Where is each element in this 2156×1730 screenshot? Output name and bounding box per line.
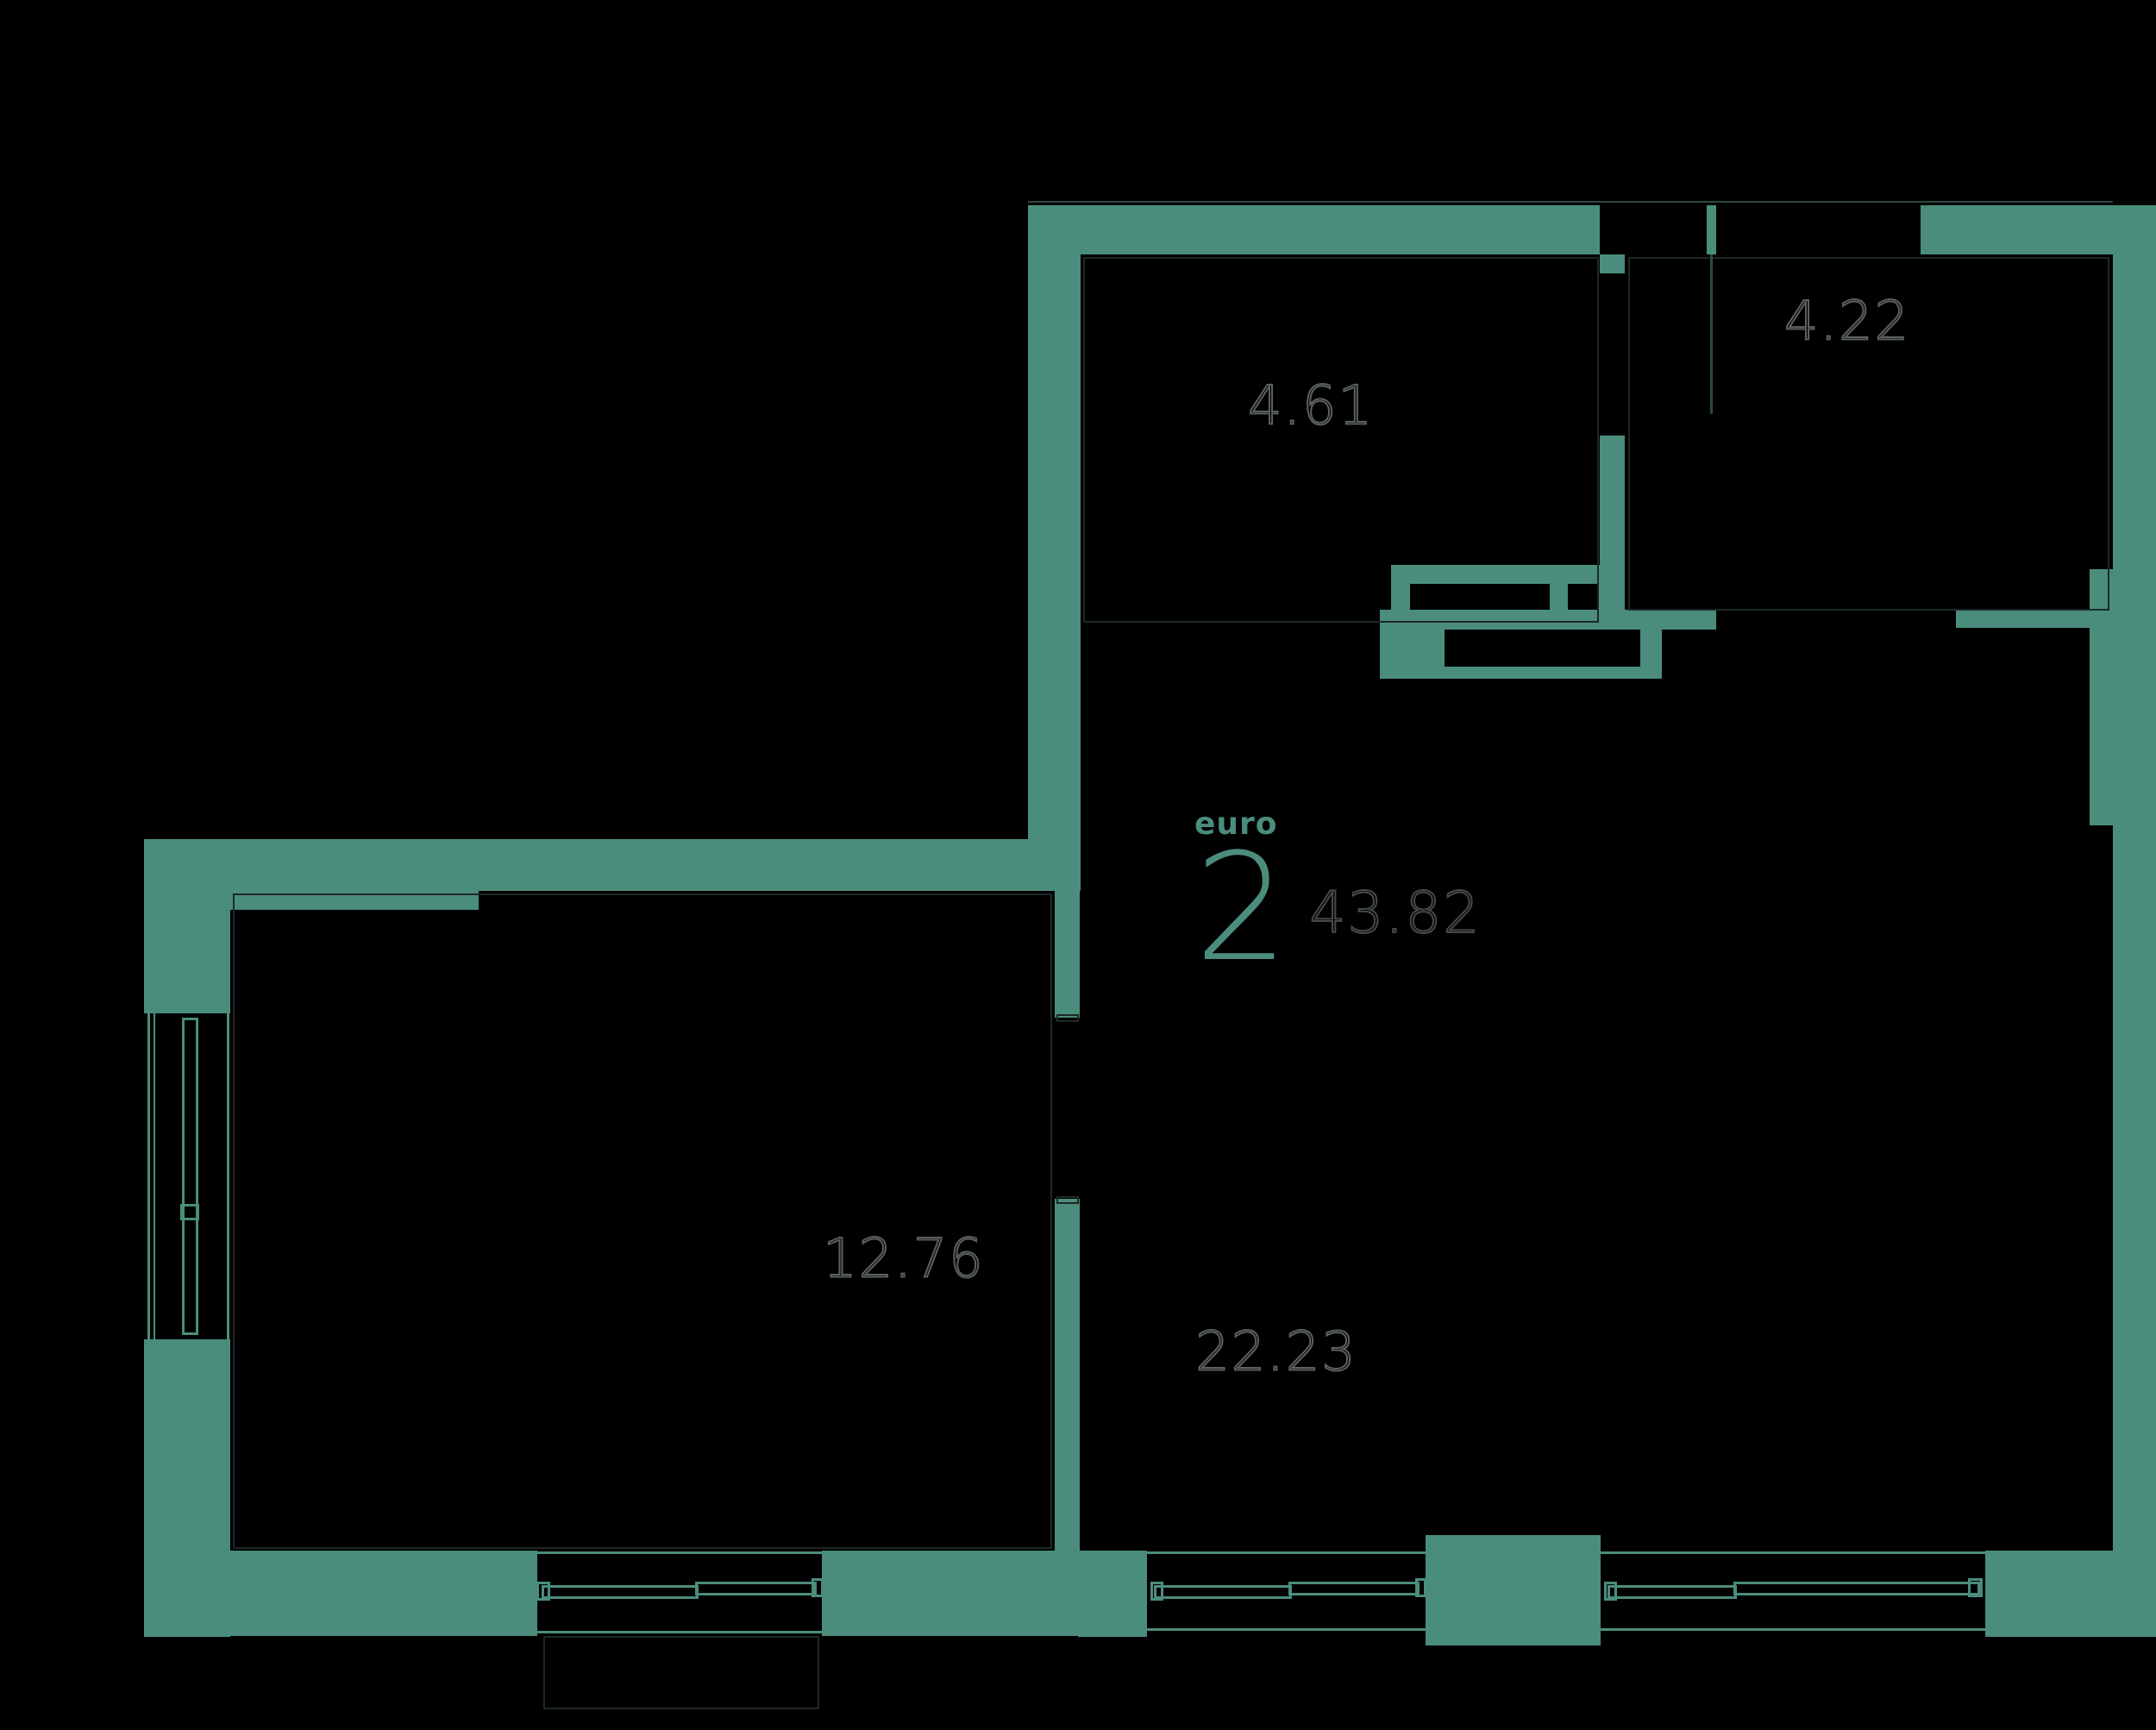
balcony-outline <box>543 1636 819 1709</box>
west-exterior-wall-upper <box>144 839 230 1013</box>
room-area-label-entry-hall: 4.22 <box>1783 289 1911 354</box>
top-facade-thin-line <box>1028 201 2113 203</box>
south-window-1-sash-a <box>542 1585 699 1599</box>
partition-door-cap-bottom <box>1056 1196 1079 1204</box>
south-wall-east-corner <box>1985 1551 2156 1637</box>
south-window-2-top-line <box>1147 1551 1426 1554</box>
entry-interior-outline <box>1628 257 2109 611</box>
south-window-2-cap-w <box>1150 1582 1163 1601</box>
west-room-north-wall <box>144 839 1080 891</box>
duct-top-bar <box>1391 565 1621 584</box>
south-window-2-sash-b <box>1288 1582 1420 1595</box>
south-window-2-sash-a <box>1154 1585 1292 1599</box>
kitchen-niche-north-wall <box>1380 610 1716 630</box>
plan-type-label: euro <box>1194 806 1278 842</box>
south-wall-west-a <box>144 1551 537 1636</box>
south-window-3-top-line <box>1601 1551 1985 1554</box>
total-area: 43.82 <box>1308 879 1482 947</box>
south-window-1-sill-line <box>537 1631 822 1633</box>
south-window-1-sash-b <box>695 1582 817 1595</box>
rooms-count: 2 <box>1194 821 1289 994</box>
south-window-3-cap-e <box>1968 1578 1983 1597</box>
entry-south-partition <box>1956 610 2090 628</box>
top-wall-west <box>1028 205 1600 254</box>
room-area-label-living-kitchen: 22.23 <box>1194 1319 1357 1384</box>
south-wall-west-b <box>822 1551 1078 1636</box>
kitchen-niche-south-wall <box>1380 667 1662 679</box>
west-window-outer-line-b <box>154 1013 155 1339</box>
south-window-3-sash-b <box>1733 1582 1980 1595</box>
south-window-3-sill-line <box>1601 1628 1985 1631</box>
south-wall-mid <box>1078 1551 1147 1637</box>
south-window-1-top-line <box>537 1551 822 1554</box>
entry-door-leaf-line <box>1710 254 1713 414</box>
rooms-partition-lower <box>1055 1199 1080 1551</box>
south-window-2-sill-line <box>1147 1628 1426 1631</box>
south-window-1-cap-w <box>536 1582 550 1601</box>
south-window-1-cap-e <box>812 1578 824 1597</box>
room-area-label-bathroom: 4.61 <box>1247 373 1375 438</box>
west-window-frame <box>182 1018 198 1335</box>
duct-leg-mid <box>1550 584 1568 610</box>
partition-door-cap-top <box>1056 1014 1079 1022</box>
south-window-2-cap-e <box>1415 1578 1426 1597</box>
bathroom-interior-outline <box>1083 257 1599 623</box>
top-wall-east <box>1921 205 2113 254</box>
bathroom-east-wall-stub <box>1600 254 1625 273</box>
duct-leg-east <box>1598 584 1621 610</box>
south-wall-pier <box>1426 1535 1601 1645</box>
bedroom-interior-outline <box>233 893 1052 1549</box>
south-window-3-sash-a <box>1608 1585 1737 1599</box>
east-wall-pilaster <box>2090 569 2113 825</box>
duct-leg-west <box>1391 584 1410 610</box>
west-window-outer-line-a <box>147 1013 150 1339</box>
west-window-sash-lock <box>180 1204 199 1220</box>
south-window-3-cap-w <box>1604 1582 1617 1601</box>
rooms-partition-upper <box>1055 891 1080 1018</box>
plan-title: euro 2 43.82 <box>1194 806 1482 994</box>
east-exterior-wall <box>2113 205 2156 1637</box>
room-area-label-bedroom: 12.76 <box>822 1226 985 1291</box>
central-bearing-wall <box>1028 254 1081 891</box>
entry-door-jamb <box>1707 205 1716 254</box>
west-window-inner-line <box>227 1013 229 1339</box>
